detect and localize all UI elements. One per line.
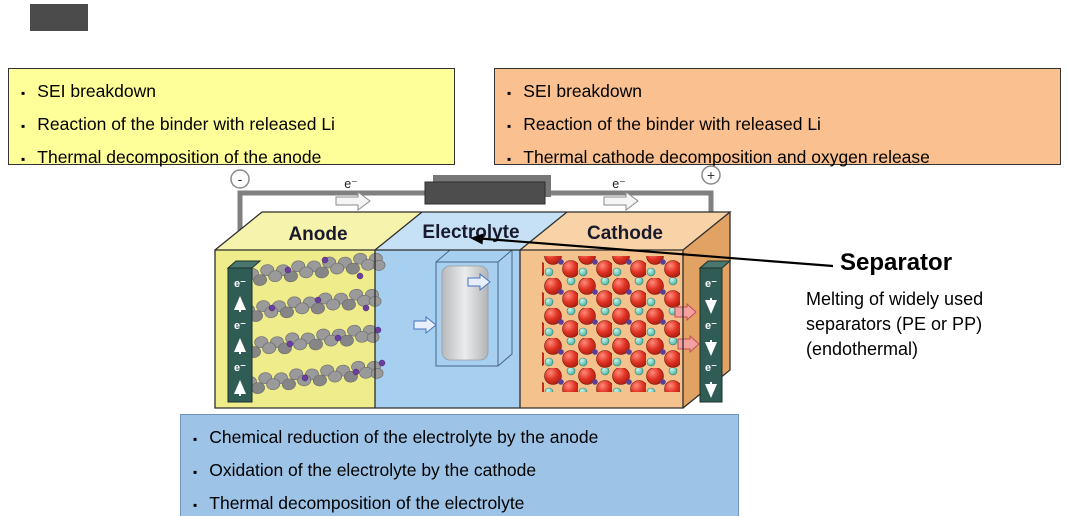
anode-label: Anode <box>288 224 347 245</box>
wire-electron-flow-right: e⁻ <box>603 177 639 211</box>
list-item: ▪ Oxidation of the electrolyte by the cat… <box>193 455 728 488</box>
list-item: ▪ SEI breakdown <box>507 76 1050 109</box>
plus-icon: + <box>707 167 715 183</box>
wire-electron-flow-left: e⁻ <box>335 177 371 211</box>
list-item: ▪ Thermal cathode decomposition and oxyge… <box>507 142 1050 175</box>
ion-flow-arrows <box>413 272 491 335</box>
cathode-current-collector: e⁻ e⁻ e⁻ <box>698 260 732 403</box>
right-arrow-icon <box>603 191 639 211</box>
cathode-top-face <box>520 212 730 250</box>
electron-label: e⁻ <box>705 362 717 374</box>
electrolyte-reactions-box: ▪ Chemical reduction of the electrolyte b… <box>180 414 739 516</box>
bullet-icon: ▪ <box>507 86 512 100</box>
reaction-text: Reaction of the binder with released Li <box>523 114 821 134</box>
graphite-layers <box>238 249 387 396</box>
list-item: ▪ Thermal decomposition of the electrolyt… <box>193 488 728 516</box>
electron-label: e⁻ <box>234 278 246 290</box>
bullet-icon: ▪ <box>193 465 198 479</box>
battery-outline <box>214 211 732 409</box>
battery-diagram: Anode Electrolyte Cathode e⁻ e⁻ e⁻ e⁻ e⁻… <box>214 165 834 409</box>
electron-label: e⁻ <box>612 177 626 191</box>
electron-label: e⁻ <box>234 362 246 374</box>
electrolyte-label: Electrolyte <box>422 222 519 243</box>
reaction-text: Reaction of the binder with released Li <box>37 114 335 134</box>
bullet-icon: ▪ <box>193 432 198 446</box>
reaction-text: Oxidation of the electrolyte by the cath… <box>209 460 537 480</box>
cathode-particles <box>542 256 680 392</box>
bullet-icon: ▪ <box>507 119 512 133</box>
cathode-reactions-list: ▪ SEI breakdown ▪ Reaction of the binder w… <box>507 76 1050 175</box>
separator-title: Separator <box>840 249 953 276</box>
electrolyte-reactions-list: ▪ Chemical reduction of the electrolyte b… <box>193 422 728 516</box>
list-item: ▪ Thermal decomposition of the anode <box>21 142 444 175</box>
electron-label: e⁻ <box>705 320 717 332</box>
reaction-text: SEI breakdown <box>37 81 156 101</box>
electron-label: e⁻ <box>234 320 246 332</box>
anode-current-collector: e⁻ e⁻ e⁻ <box>226 260 262 403</box>
bullet-icon: ▪ <box>193 498 198 512</box>
negative-terminal: - <box>230 169 250 189</box>
list-item: ▪ SEI breakdown <box>21 76 444 109</box>
reaction-text: Thermal cathode decomposition and oxygen… <box>523 147 930 167</box>
cathode-label: Cathode <box>587 223 663 244</box>
anode-top-face <box>215 212 422 250</box>
reaction-text: Thermal decomposition of the electrolyte <box>209 493 525 513</box>
reaction-text: Chemical reduction of the electrolyte by… <box>209 427 599 447</box>
bullet-icon: ▪ <box>21 152 26 166</box>
reaction-text: Thermal decomposition of the anode <box>37 147 322 167</box>
list-item: ▪ Reaction of the binder with released Li <box>507 109 1050 142</box>
reaction-text: SEI breakdown <box>523 81 642 101</box>
minus-icon: - <box>238 171 243 187</box>
bullet-icon: ▪ <box>21 86 26 100</box>
anode-reactions-list: ▪ SEI breakdown ▪ Reaction of the binder w… <box>21 76 444 175</box>
slide-corner-decoration <box>30 4 88 31</box>
load-resistor <box>424 175 551 205</box>
bullet-icon: ▪ <box>507 152 512 166</box>
cathode-reactions-box: ▪ SEI breakdown ▪ Reaction of the binder w… <box>494 68 1061 167</box>
lithium-ions <box>268 256 386 382</box>
electron-label: e⁻ <box>344 177 358 191</box>
bullet-icon: ▪ <box>21 119 26 133</box>
separator-note: Melting of widely used separators (PE or… <box>806 289 984 359</box>
list-item: ▪ Reaction of the binder with released Li <box>21 109 444 142</box>
list-item: ▪ Chemical reduction of the electrolyte b… <box>193 422 728 455</box>
right-arrow-icon <box>335 191 371 211</box>
positive-terminal: + <box>701 165 721 185</box>
separator-pointer-arrow <box>470 233 834 268</box>
electron-label: e⁻ <box>705 278 717 290</box>
anode-reactions-box: ▪ SEI breakdown ▪ Reaction of the binder w… <box>8 68 455 167</box>
